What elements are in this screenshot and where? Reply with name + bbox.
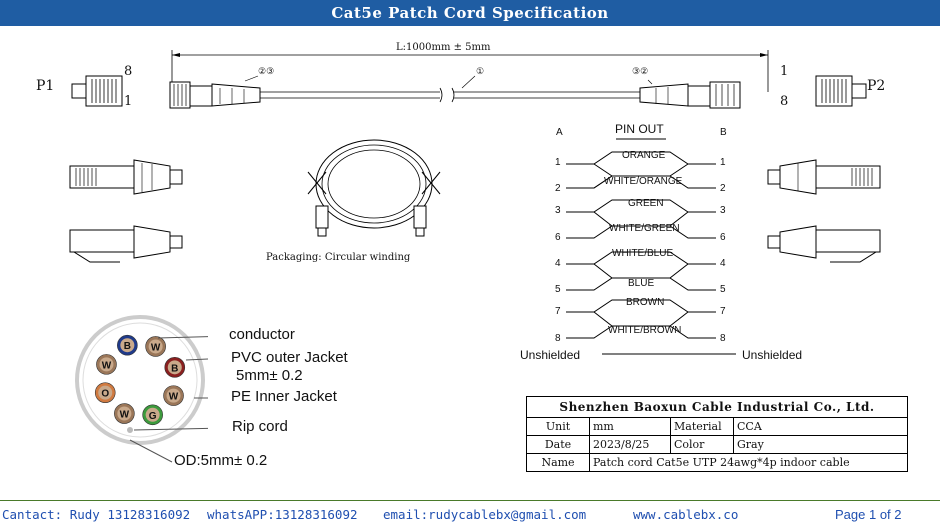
- plug-p2-label: P2: [867, 78, 886, 94]
- conductor-3: B: [164, 357, 186, 378]
- p1-pin-top: 8: [124, 64, 133, 79]
- company-name: Shenzhen Baoxun Cable Industrial Co., Lt…: [526, 396, 908, 418]
- cable-marker-middle: ①: [476, 66, 485, 76]
- material-label: Material: [670, 417, 734, 436]
- footer-page-number: Page 1 of 2: [835, 507, 902, 522]
- pin-b-3: 3: [720, 205, 726, 216]
- cable-marker-right: ③②: [632, 66, 649, 76]
- pair2-top-color: GREEN: [628, 198, 664, 209]
- footer-website[interactable]: www.cablebx.co: [633, 507, 739, 522]
- date-label: Date: [526, 435, 590, 454]
- footer-email[interactable]: email:rudycablebx@gmail.com: [383, 507, 587, 522]
- packaging-coil-drawing: [307, 139, 441, 237]
- pin-a-6: 6: [555, 232, 561, 243]
- pinout-diagram: [566, 138, 736, 355]
- document-title: Cat5e Patch Cord Specification: [0, 0, 940, 26]
- unit-value: mm: [589, 417, 671, 436]
- date-value: 2023/8/25: [589, 435, 671, 454]
- color-value: Gray: [733, 435, 908, 454]
- pair4-bottom-color: WHITE/BROWN: [608, 325, 682, 336]
- pair3-top-color: WHITE/BLUE: [612, 248, 674, 259]
- conductor-2: W: [145, 336, 166, 357]
- pin-a-2: 2: [555, 183, 561, 194]
- conductor-letter: O: [101, 389, 109, 400]
- length-dimension: L:1000mm ± 5mm: [396, 42, 491, 53]
- pair4-top-color: BROWN: [626, 297, 665, 308]
- pair1-top-color: ORANGE: [622, 150, 666, 161]
- conductor-4: W: [163, 385, 184, 406]
- p1-pin-bottom: 1: [124, 94, 133, 109]
- pin-b-4: 4: [720, 258, 726, 269]
- outer-thickness-label: 5mm± 0.2: [236, 367, 303, 384]
- color-label: Color: [670, 435, 734, 454]
- pinout-side-a: A: [556, 127, 563, 138]
- connector-side-views-right: [767, 159, 881, 263]
- pin-b-2: 2: [720, 183, 726, 194]
- pin-b-1: 1: [720, 157, 726, 168]
- name-label: Name: [526, 453, 590, 472]
- pair3-bottom-color: BLUE: [628, 278, 655, 289]
- pin-b-7: 7: [720, 306, 726, 317]
- connector-side-views-left: [69, 159, 183, 263]
- pin-a-4: 4: [555, 258, 561, 269]
- conductor-1: B: [117, 334, 138, 356]
- material-value: CCA: [733, 417, 908, 436]
- conductor-letter: W: [102, 360, 112, 371]
- p2-pin-top: 1: [780, 64, 789, 79]
- pin-b-5: 5: [720, 284, 726, 295]
- pin-b-6: 6: [720, 232, 726, 243]
- name-value: Patch cord Cat5e UTP 24awg*4p indoor cab…: [589, 453, 908, 472]
- od-label: OD:5mm± 0.2: [174, 452, 268, 469]
- footer-whatsapp: whatsAPP:13128316092: [207, 507, 358, 522]
- packaging-label: Packaging: Circular winding: [266, 252, 411, 263]
- outer-jacket-label: PVC outer Jacket: [231, 349, 348, 366]
- conductor-letter: B: [171, 363, 178, 374]
- conductor-letter: W: [151, 342, 161, 353]
- p2-pin-bottom: 8: [780, 94, 789, 109]
- pair2-bottom-color: WHITE/GREEN: [609, 223, 680, 234]
- pinout-side-b: B: [720, 127, 727, 138]
- inner-jacket-label: PE Inner Jacket: [231, 388, 337, 405]
- unit-label: Unit: [526, 417, 590, 436]
- conductor-5: G: [142, 404, 163, 426]
- shield-left: Unshielded: [520, 348, 581, 362]
- conductor-6: W: [114, 403, 135, 424]
- pin-a-8: 8: [555, 333, 561, 344]
- conductor-letter: B: [124, 341, 131, 352]
- pin-a-5: 5: [555, 284, 561, 295]
- pair1-bottom-color: WHITE/ORANGE: [604, 176, 683, 187]
- pin-a-1: 1: [555, 157, 561, 168]
- rip-cord-label: Rip cord: [232, 418, 288, 435]
- spec-info-table: Shenzhen Baoxun Cable Industrial Co., Lt…: [526, 396, 908, 472]
- conductor-8: W: [96, 354, 117, 375]
- od-leader-line: [129, 439, 173, 463]
- conductor-label: conductor: [229, 326, 295, 343]
- cable-length-drawing: [71, 50, 867, 109]
- shield-right: Unshielded: [742, 348, 803, 362]
- cable-marker-left: ②③: [258, 66, 275, 76]
- conductor-letter: G: [149, 411, 157, 422]
- pin-a-7: 7: [555, 306, 561, 317]
- footer-bar: Cantact: Rudy 13128316092 whatsAPP:13128…: [0, 500, 940, 531]
- pinout-title: PIN OUT: [615, 122, 664, 136]
- pin-b-8: 8: [720, 333, 726, 344]
- pin-a-3: 3: [555, 205, 561, 216]
- conductor-7: O: [94, 382, 116, 403]
- conductor-letter: W: [120, 410, 130, 421]
- footer-contact: Cantact: Rudy 13128316092: [2, 507, 191, 522]
- plug-p1-label: P1: [36, 78, 55, 94]
- conductor-letter: W: [169, 392, 179, 403]
